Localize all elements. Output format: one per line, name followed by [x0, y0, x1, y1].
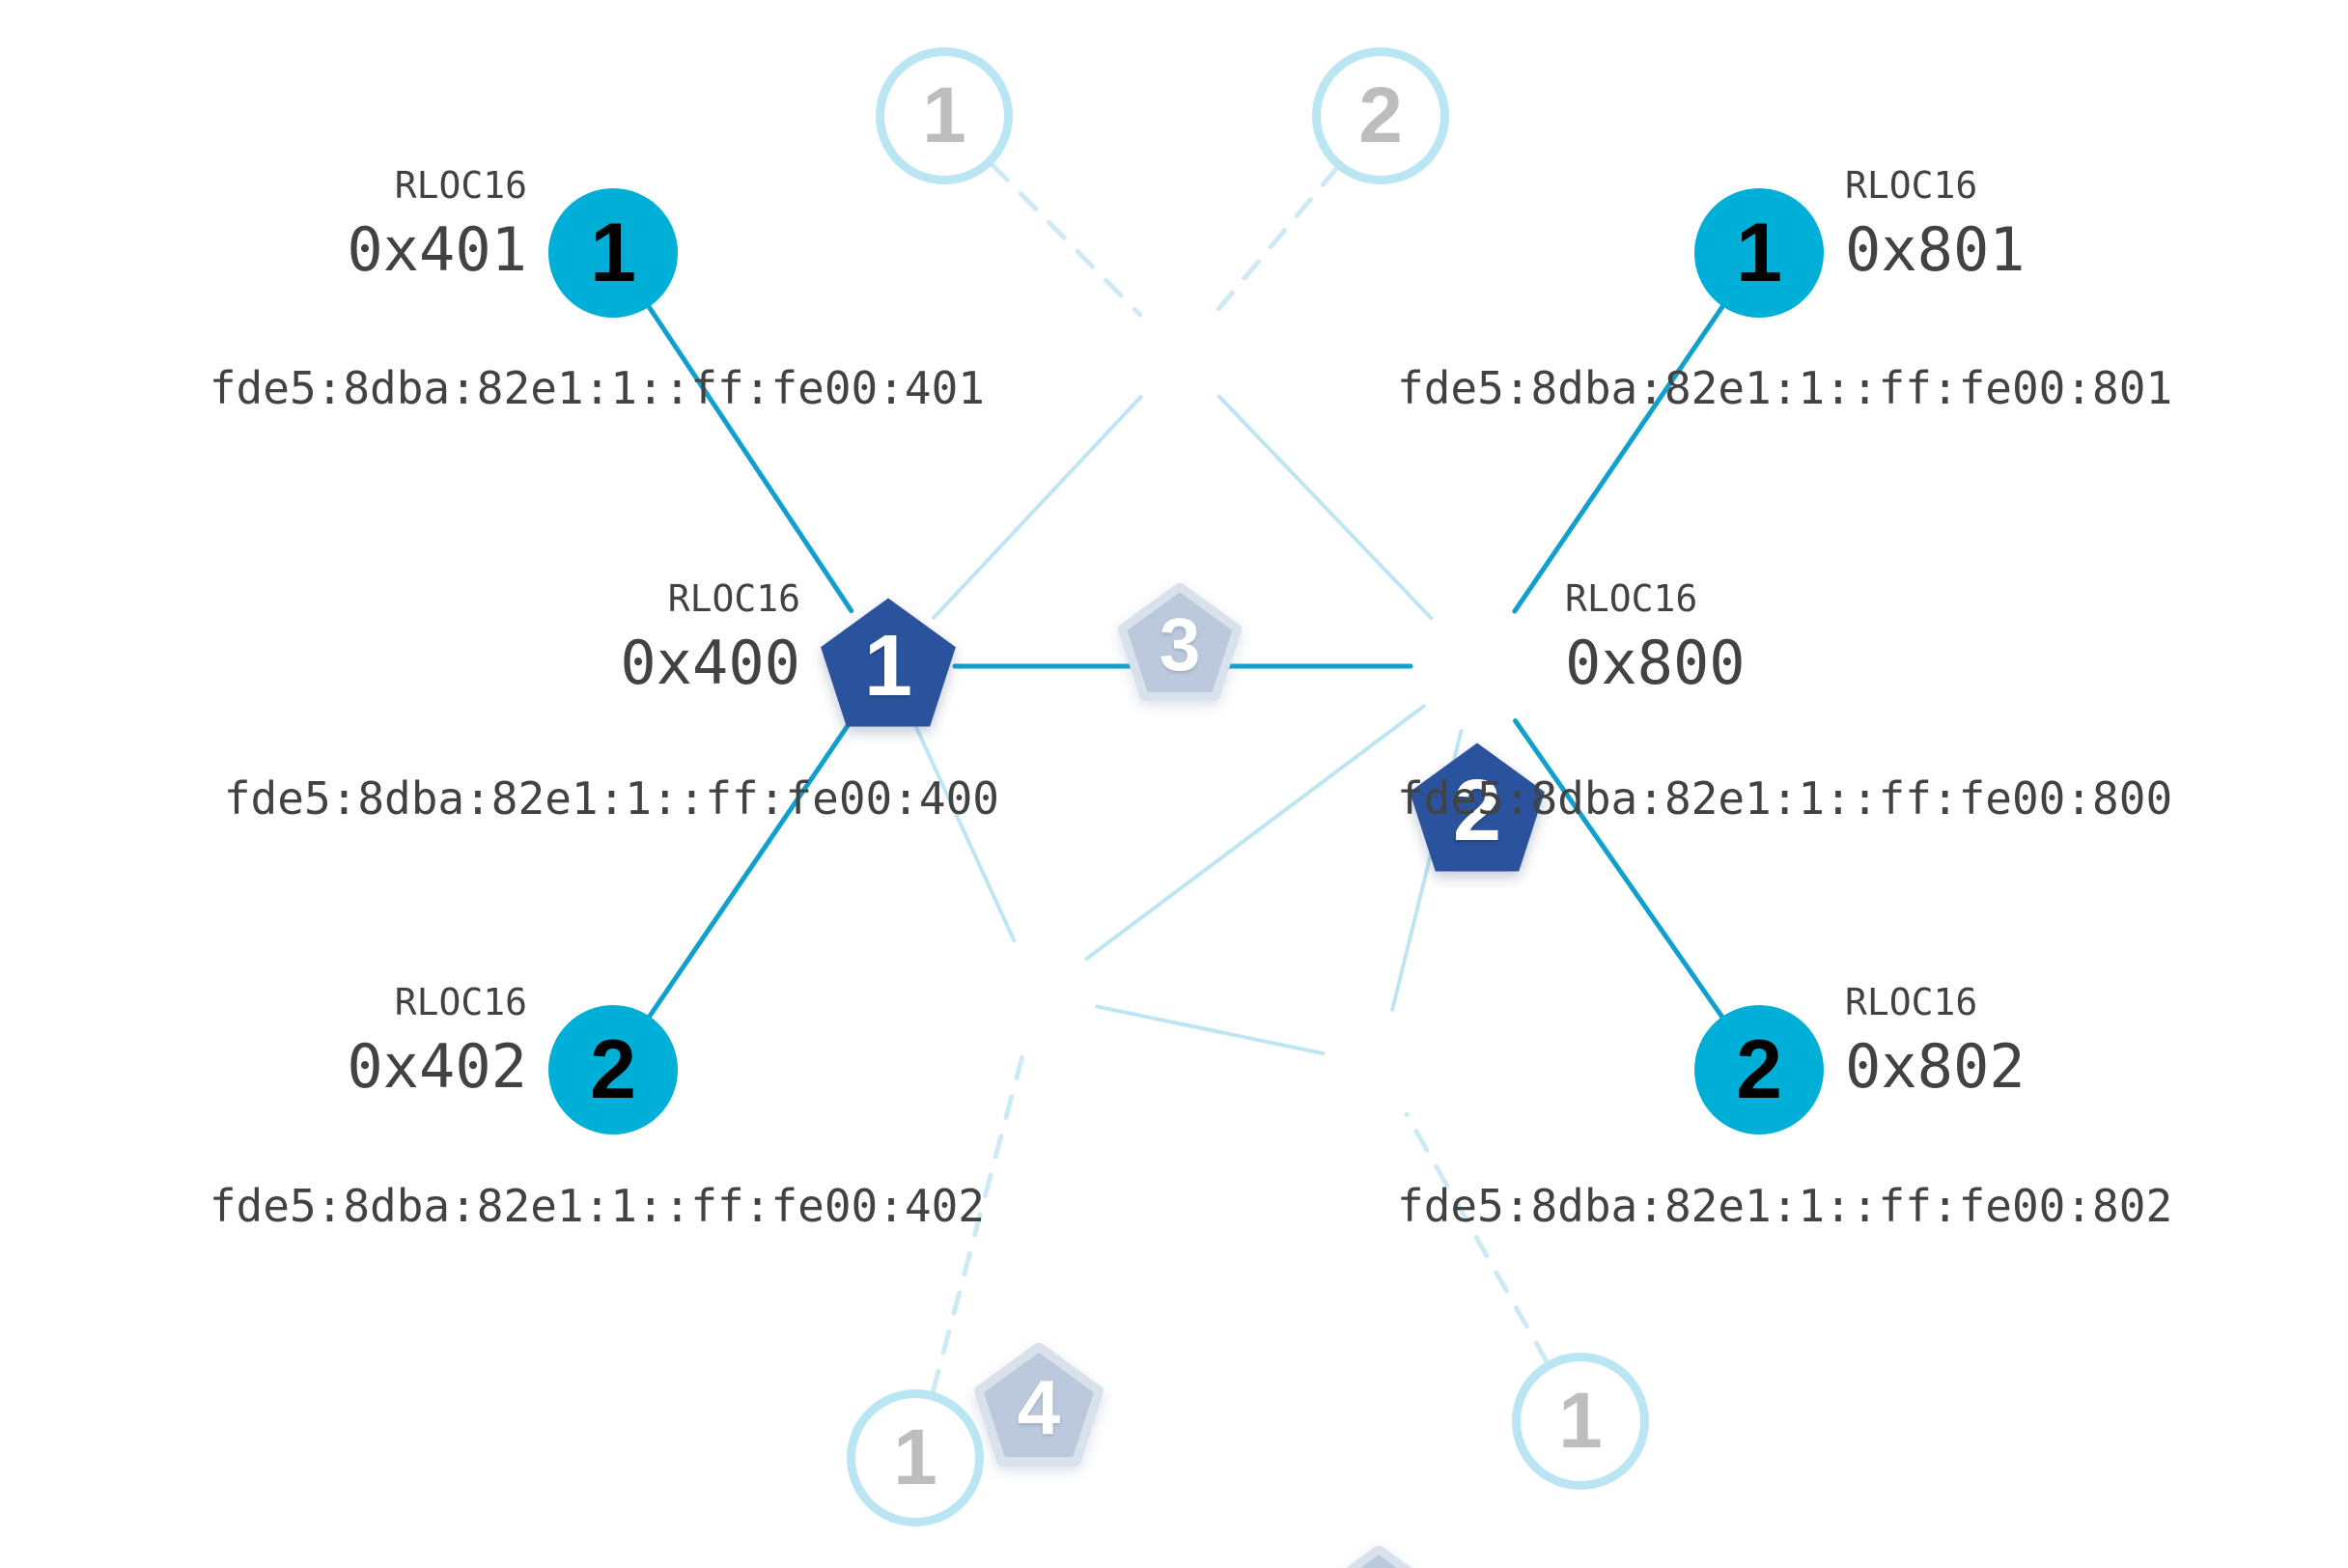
- ghost-router-node-p4[interactable]: 4: [974, 1343, 1104, 1472]
- node-badge: 2: [1736, 1023, 1782, 1116]
- child-node-0x401[interactable]: 1: [548, 188, 678, 318]
- node-badge: 1: [1736, 207, 1782, 299]
- ipv6-address-0x401: fde5:8dba:82e1:1::ff:fe00:401: [209, 362, 985, 414]
- node-badge: 1: [863, 617, 913, 714]
- node-badge: 1: [893, 1414, 937, 1501]
- detached-node-h3[interactable]: 1: [847, 1389, 984, 1526]
- edge-r800-p4: [1084, 704, 1426, 962]
- ghost-router-node-p3[interactable]: 3: [1118, 583, 1242, 707]
- detached-node-h4[interactable]: 1: [1512, 1353, 1649, 1490]
- ipv6-address-0x800: fde5:8dba:82e1:1::ff:fe00:800: [1397, 772, 2173, 825]
- rloc16-caption-0x800: RLOC16: [1565, 577, 1698, 620]
- ipv6-address-0x801: fde5:8dba:82e1:1::ff:fe00:801: [1397, 362, 2173, 414]
- edge-h4-p5: [1404, 1111, 1550, 1364]
- child-node-0x402[interactable]: 2: [548, 1005, 678, 1134]
- child-node-0x801[interactable]: 1: [1694, 188, 1824, 318]
- rloc16-caption-0x400: RLOC16: [667, 577, 800, 620]
- node-badge: 2: [1358, 71, 1403, 159]
- ipv6-address-0x802: fde5:8dba:82e1:1::ff:fe00:802: [1397, 1180, 2173, 1232]
- router-node-0x400[interactable]: 1: [816, 594, 961, 739]
- rloc16-value-0x802: 0x802: [1845, 1031, 2026, 1102]
- detached-node-h1[interactable]: 1: [876, 47, 1013, 184]
- rloc16-caption-0x401: RLOC16: [394, 164, 527, 207]
- rloc16-caption-0x402: RLOC16: [394, 981, 527, 1023]
- ghost-router-node-p5[interactable]: 5: [1317, 1546, 1440, 1568]
- node-badge: 3: [1159, 602, 1201, 686]
- node-badge: 1: [1558, 1377, 1603, 1465]
- router-node-0x800[interactable]: 2: [1405, 739, 1550, 883]
- rloc16-value-0x402: 0x402: [347, 1031, 527, 1102]
- edge-c402-r400: [647, 718, 853, 1020]
- rloc16-value-0x801: 0x801: [1845, 214, 2026, 285]
- rloc16-value-0x401: 0x401: [347, 214, 527, 285]
- node-badge: 4: [1017, 1364, 1061, 1450]
- detached-node-h2[interactable]: 2: [1312, 47, 1449, 184]
- node-badge: 2: [590, 1023, 636, 1116]
- edge-r400-p4: [913, 724, 1017, 942]
- ipv6-address-0x402: fde5:8dba:82e1:1::ff:fe00:402: [209, 1180, 985, 1232]
- child-node-0x802[interactable]: 2: [1694, 1005, 1824, 1134]
- node-badge: 5: [1358, 1565, 1400, 1568]
- rloc16-value-0x800: 0x800: [1565, 628, 1746, 698]
- node-badge: 1: [590, 207, 636, 299]
- rloc16-value-0x400: 0x400: [620, 628, 800, 698]
- rloc16-caption-0x801: RLOC16: [1845, 164, 1978, 207]
- rloc16-caption-0x802: RLOC16: [1845, 981, 1978, 1023]
- ipv6-address-0x400: fde5:8dba:82e1:1::ff:fe00:400: [223, 772, 999, 825]
- node-badge: 1: [922, 71, 966, 159]
- edge-p4-p5: [1095, 1004, 1326, 1056]
